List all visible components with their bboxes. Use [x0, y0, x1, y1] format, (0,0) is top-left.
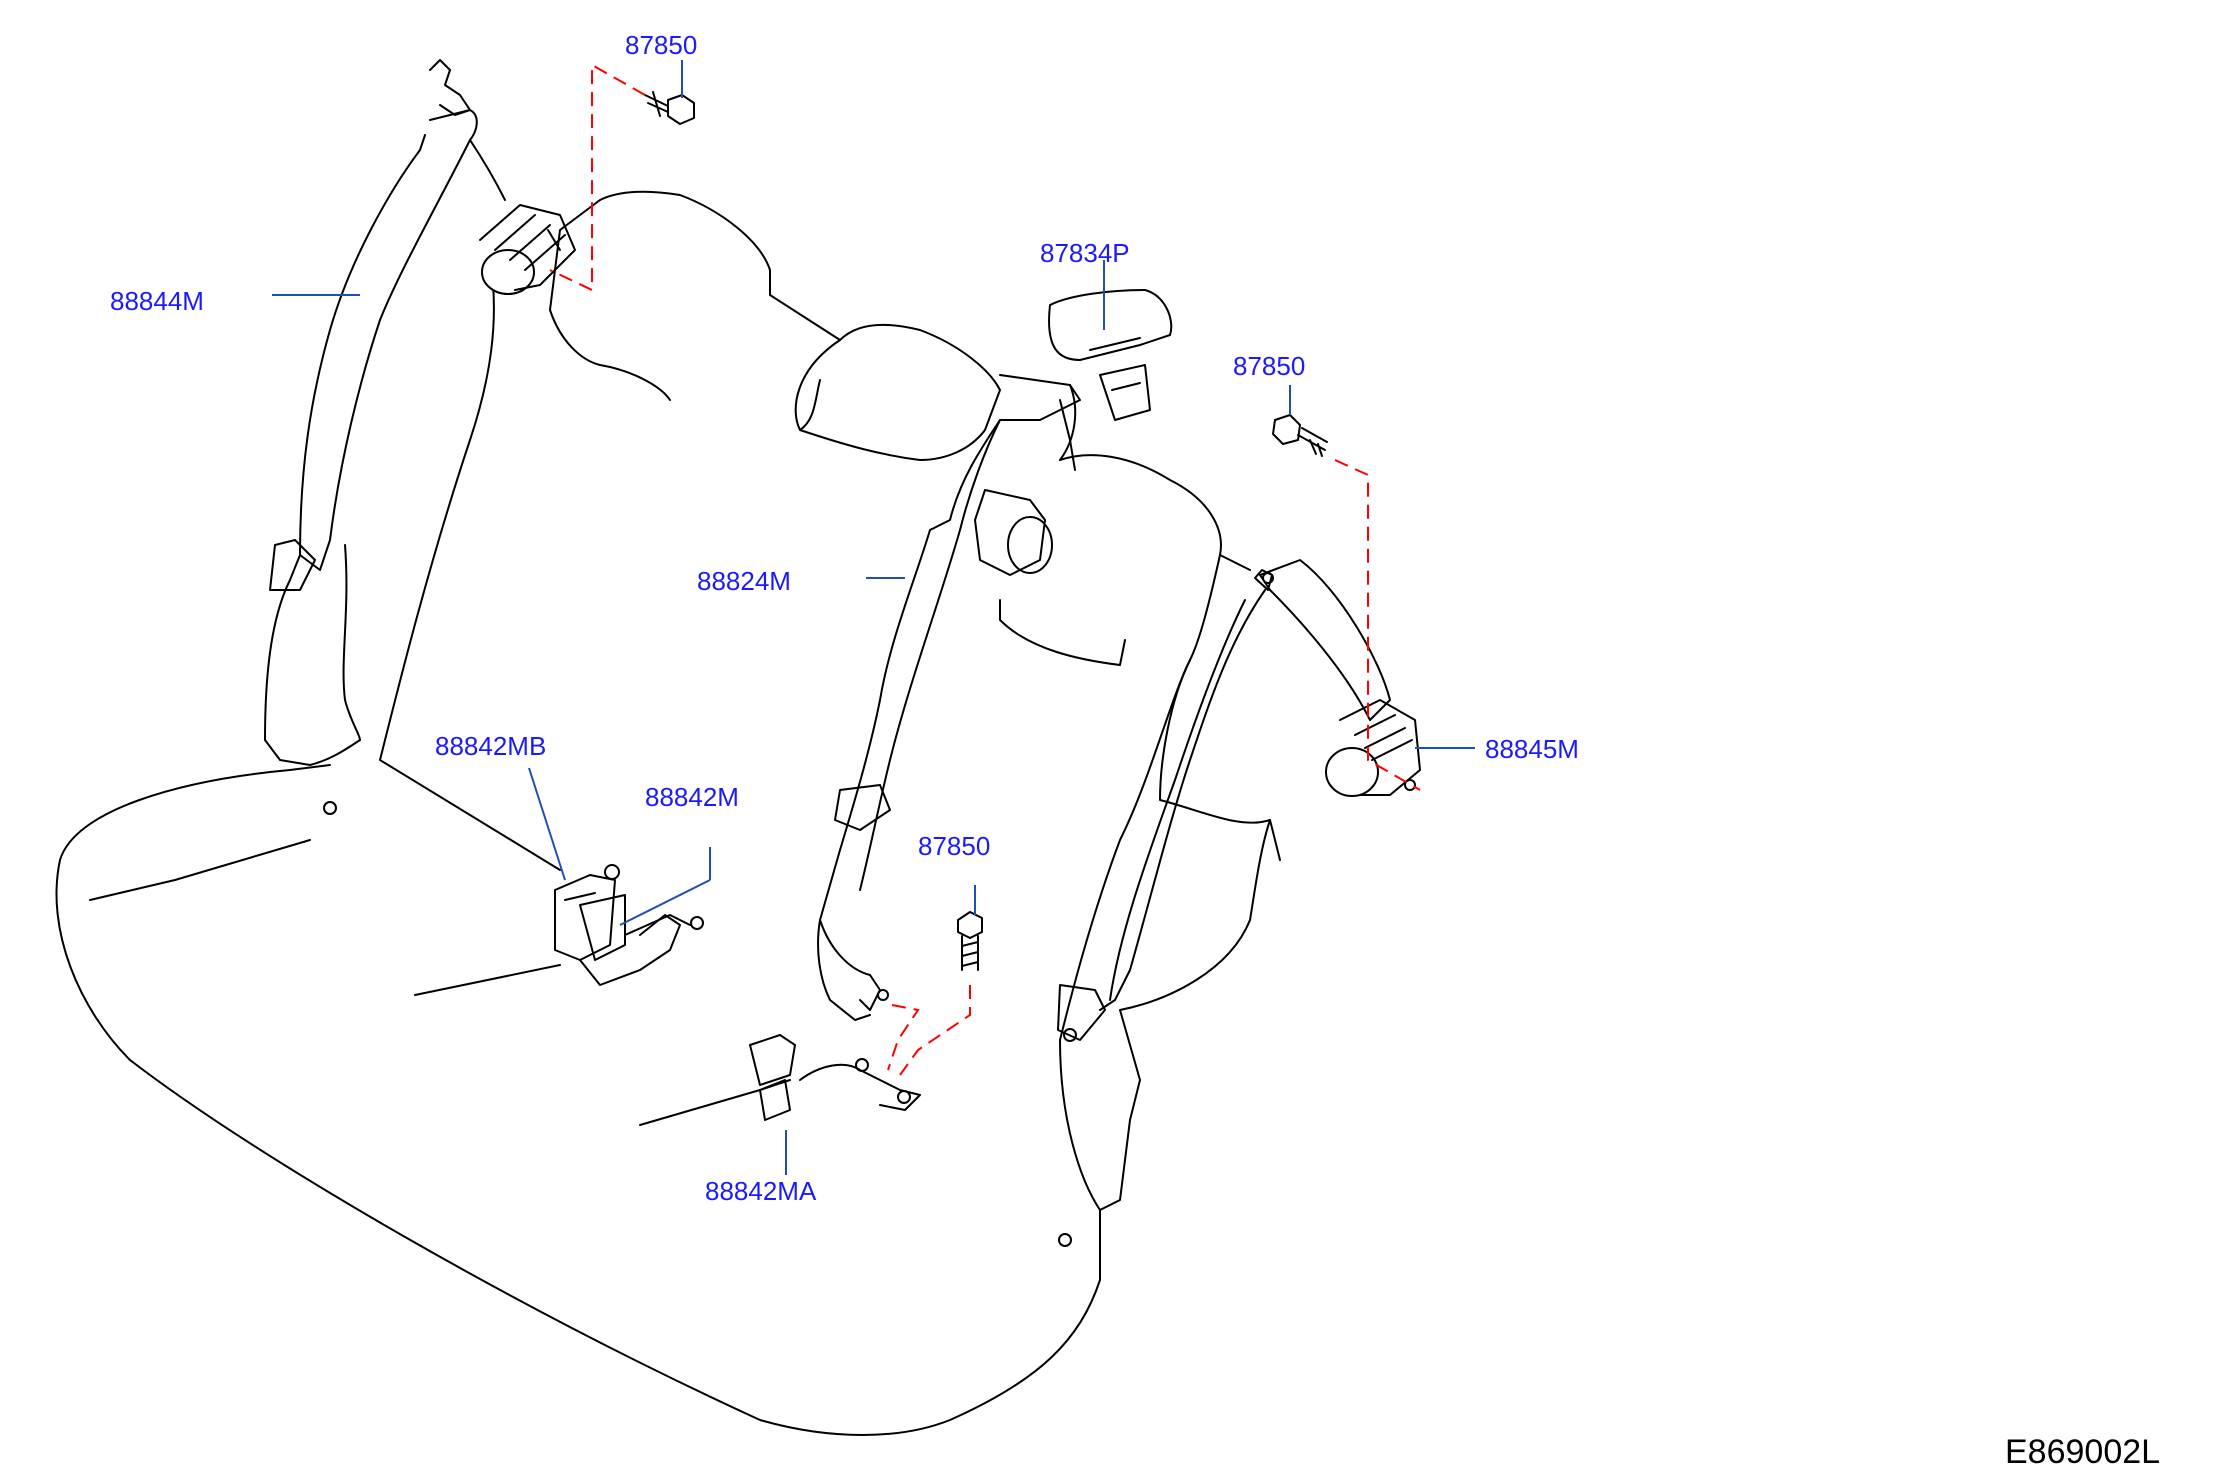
callout-88824m: 88824M	[697, 566, 791, 596]
callout-88844m: 88844M	[110, 286, 204, 316]
right-retractor	[1325, 699, 1421, 797]
center-belt	[817, 374, 1081, 1021]
center-retractor	[974, 399, 1076, 576]
leader-lines	[272, 60, 1475, 1175]
right-seat-back	[999, 454, 1281, 1211]
small-fastener-icon	[323, 572, 1274, 1247]
callout-87850-right: 87850	[1233, 351, 1305, 381]
callout-88845m: 88845M	[1485, 734, 1579, 764]
bolt-icon	[1272, 414, 1328, 457]
callout-88842ma: 88842MA	[705, 1176, 817, 1206]
callout-88842mb: 88842MB	[435, 731, 546, 761]
diagram-code: E869002L	[2005, 1433, 2160, 1471]
center-buckle	[749, 1034, 921, 1121]
bolt-icon	[957, 911, 983, 971]
callouts: 87850 88844M 87834P 87850 88824M 88842MB…	[110, 30, 1579, 1206]
center-headrest	[794, 323, 1001, 461]
callout-87850-top: 87850	[625, 30, 697, 60]
headrest-guide	[1048, 289, 1173, 421]
assembly-dash-lines	[549, 63, 1421, 1076]
callout-87834p: 87834P	[1040, 238, 1130, 268]
left-shoulder-belt	[264, 59, 506, 766]
left-seat-back	[379, 190, 841, 871]
seat-cushion	[55, 764, 1101, 1436]
callout-87850-center: 87850	[918, 831, 990, 861]
bolt-icon	[644, 91, 695, 125]
callout-88842m: 88842M	[645, 782, 739, 812]
right-shoulder-belt	[1057, 559, 1391, 1042]
left-buckle-assembly	[554, 864, 704, 986]
left-retractor	[479, 204, 576, 295]
